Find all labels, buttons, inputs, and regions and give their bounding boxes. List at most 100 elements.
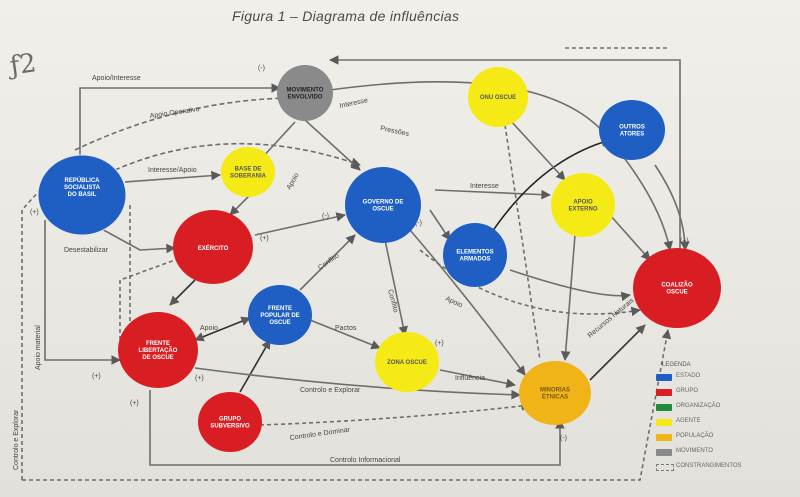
node-label-line: ELEMENTOS xyxy=(456,250,493,256)
edge-label: Conflito xyxy=(317,252,341,271)
edge-label: Apoio xyxy=(200,325,218,332)
node-label-line: ARMADOS xyxy=(460,257,491,263)
edge-governo-zona xyxy=(384,239,408,336)
edge-governo-minorias xyxy=(409,229,526,376)
legend-swatch xyxy=(656,449,672,456)
legend-text: MOVIMENTO xyxy=(676,448,713,454)
legend-swatch xyxy=(656,464,674,471)
edge-label: Conflito xyxy=(386,289,399,314)
edge-movimento-governo xyxy=(304,119,361,171)
node-onu[interactable]: ONU OSCUE xyxy=(468,67,528,127)
edge-label: Apoio xyxy=(286,172,301,191)
edge-governo-apoio xyxy=(434,189,551,200)
edge-frentelib-exercito-dashed xyxy=(119,259,176,340)
node-label-line: COALIZÃO xyxy=(661,282,693,289)
edge-label: Apoio material xyxy=(35,325,42,370)
node-label-line: EXTERNO xyxy=(568,207,597,213)
node-label-line: MOVIMENTO xyxy=(287,88,324,94)
edge-movimento-coalizao xyxy=(329,81,674,251)
edge-label: Apoio xyxy=(444,295,463,309)
edge-frentepop-zona xyxy=(309,319,381,350)
edge-label: Influência xyxy=(455,375,485,382)
marker: (+) xyxy=(130,400,139,407)
edge-label: Apoio/Interesse xyxy=(92,75,141,82)
node-label-line: APOIO xyxy=(573,200,593,206)
legend-swatch xyxy=(656,374,672,381)
figure-title: Figura 1 – Diagrama de influências xyxy=(232,8,460,24)
edge-outer-left xyxy=(21,189,41,480)
node-label: ZONA OSCUE xyxy=(387,360,427,366)
node-label-line: ATORES xyxy=(620,132,644,138)
node-label-line: BASE DE xyxy=(235,167,262,173)
svg-text:EXÉRCITO: EXÉRCITO xyxy=(198,244,229,252)
marker: (+) xyxy=(435,340,444,347)
edge-frentelib-minorias xyxy=(194,367,521,400)
node-label-line: ENVOLVIDO xyxy=(288,95,323,101)
legend-text: GRUPO xyxy=(676,388,699,394)
edge-frentepop-governo xyxy=(299,234,356,291)
marker: (+) xyxy=(30,209,39,216)
edge-grupo-minorias xyxy=(259,401,531,426)
legend-text: CONSTRANGIMENTOS xyxy=(676,463,742,469)
edge-rsb-governo xyxy=(114,142,361,171)
edge-label: Pactos xyxy=(335,325,357,332)
edge-exercito-governo xyxy=(254,212,346,236)
node-label: EXÉRCITO xyxy=(198,244,229,252)
edge-outer-bottom xyxy=(22,329,672,481)
edge-label: Interesse/Apoio xyxy=(148,167,197,174)
node-zona[interactable]: ZONA OSCUE xyxy=(375,332,439,392)
legend-row: AGENTE xyxy=(656,418,776,429)
node-label-line: OSCUE xyxy=(269,320,290,326)
legend-row: CONSTRANGIMENTOS xyxy=(656,463,776,474)
legend-title: LEGENDA xyxy=(662,362,691,368)
node-label-line: EXÉRCITO xyxy=(198,244,229,252)
node-label-line: SOBERANIA xyxy=(230,174,267,180)
edge-label: Interesse xyxy=(470,183,499,190)
node-label-line: GOVERNO DE xyxy=(363,200,404,206)
edge-grupo-frentepop xyxy=(239,339,271,393)
marker: (-) xyxy=(415,220,422,227)
legend-swatch xyxy=(656,404,672,411)
node-exercito[interactable]: EXÉRCITO xyxy=(173,210,253,284)
legend-swatch xyxy=(656,434,672,441)
marker: (+) xyxy=(260,235,269,242)
marker: (+) xyxy=(680,238,689,245)
legend-text: POPULAÇÃO xyxy=(676,433,714,439)
legend-swatch xyxy=(656,389,672,396)
edge-outro-coalizao xyxy=(654,164,690,251)
marker: (-) xyxy=(258,65,265,72)
edge-apoio-minorias xyxy=(560,234,576,361)
node-label-line: FRENTE xyxy=(146,341,170,347)
svg-text:ZONA OSCUE: ZONA OSCUE xyxy=(387,360,427,366)
edge-label: Pressões xyxy=(380,125,410,138)
edge-minorias-coalizao xyxy=(589,324,646,381)
edge-rsb-exercito xyxy=(99,227,176,254)
edge-label: Controlo e Dominar xyxy=(289,427,351,442)
